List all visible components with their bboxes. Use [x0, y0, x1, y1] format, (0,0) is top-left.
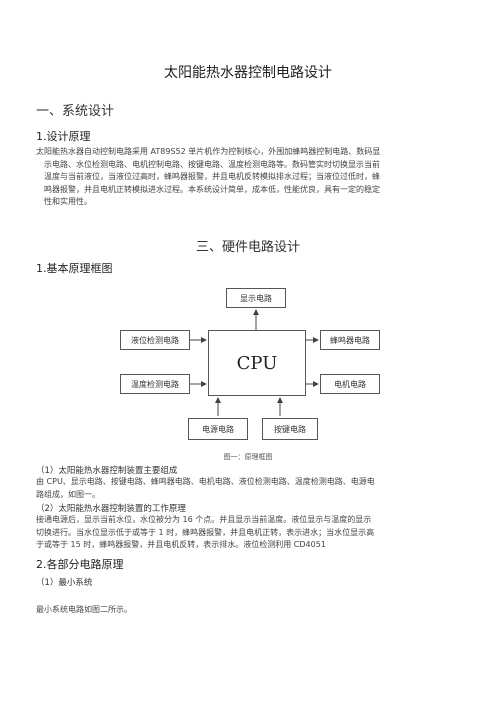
paragraph-minimum-system: 最小系统电路如图二所示。 — [36, 605, 132, 614]
box-key-circuit: 按键电路 — [262, 418, 318, 440]
text-line: 鸣器报警，并且电机正转模拟进水过程。本系统设计简单，成本低，性能优良，具有一定的… — [44, 184, 380, 194]
paragraph-working-principle: 接通电源后，显示当前水位，水位被分为 16 个点。并且显示当前温度。液位显示与温… — [36, 514, 374, 552]
document-title: 太阳能热水器控制电路设计 — [164, 65, 332, 81]
text-line: 接通电源后，显示当前水位，水位被分为 16 个点。并且显示当前温度。液位显示与温… — [36, 515, 372, 524]
item-heading-working-principle: （2）太阳能热水器控制装置的工作原理 — [36, 504, 186, 514]
box-display-circuit: 显示电路 — [226, 288, 286, 308]
box-temp-detect: 温度检测电路 — [120, 374, 190, 394]
text-line: 温度与当前液位，当液位过高时，蜂鸣器报警，并且电机反转模拟排水过程；当液位过低时… — [44, 172, 380, 181]
subheading-block-diagram: 1.基本原理框图 — [36, 262, 113, 275]
text-line: 太阳能热水器自动控制电路采用 AT89S52 单片机作为控制核心，外围加蜂鸣器控… — [36, 147, 381, 156]
box-power-circuit: 电源电路 — [188, 418, 248, 440]
text-line: 切换进行。当水位显示低于或等于 1 时，蜂鸣器报警，并且电机正转，表示进水；当水… — [36, 527, 375, 537]
figure-caption: 图一：原理框图 — [223, 453, 273, 461]
diagram-connectors — [190, 309, 319, 416]
box-level-detect: 液位检测电路 — [120, 330, 190, 350]
text-line: 示电路、水位检测电路、电机控制电路、按键电路、温度检测电路等。数码管实时切换显示… — [44, 159, 380, 169]
subheading-circuit-principles: 2.各部分电路原理 — [36, 558, 124, 571]
subheading-design-principle: 1.设计原理 — [36, 130, 91, 143]
section-heading-hardware: 三、硬件电路设计 — [195, 240, 300, 255]
text-line: 由 CPU、显示电路、按键电路、蜂鸣器电路、电机电路、液位检测电路、温度检测电路… — [36, 477, 375, 486]
text-line: 性和实用性。 — [44, 197, 92, 206]
paragraph-design-principle: 太阳能热水器自动控制电路采用 AT89S52 单片机作为控制核心，外围加蜂鸣器控… — [36, 146, 380, 209]
box-cpu: CPU — [208, 330, 306, 396]
text-line: 于或等于 15 时，蜂鸣器报警，并且电机反转，表示排水。液位检测利用 CD405… — [36, 540, 326, 549]
text-line: 路组成，如图一。 — [36, 489, 100, 499]
box-motor-circuit: 电机电路 — [320, 374, 380, 394]
block-diagram: 显示电路 液位检测电路 蜂鸣器电路 CPU 温度检测电路 电机电路 电源电路 按… — [110, 284, 390, 448]
item-heading-minimum-system: （1）最小系统 — [36, 578, 93, 588]
section-heading-system-design: 一、系统设计 — [36, 104, 115, 119]
box-buzzer-circuit: 蜂鸣器电路 — [320, 330, 380, 350]
paragraph-composition: 由 CPU、显示电路、按键电路、蜂鸣器电路、电机电路、液位检测电路、温度检测电路… — [36, 476, 375, 501]
item-heading-composition: （1）太阳能热水器控制装置主要组成 — [36, 466, 178, 476]
